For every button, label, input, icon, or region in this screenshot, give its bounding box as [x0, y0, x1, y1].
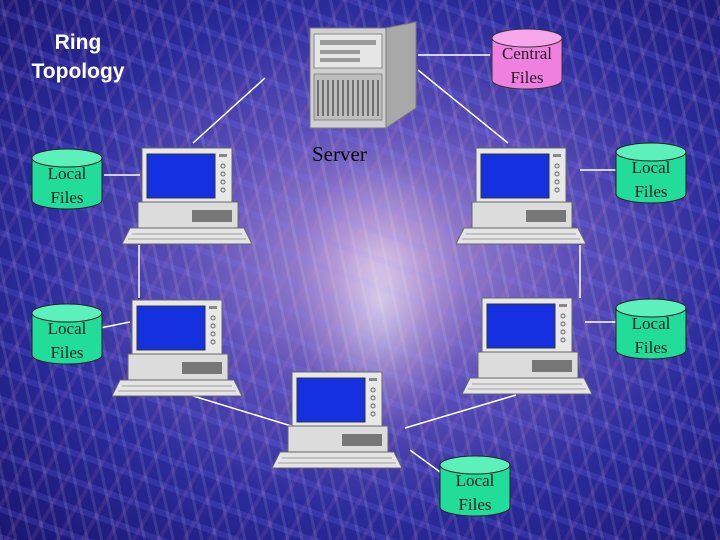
workstation-top-right — [456, 146, 586, 246]
local-files-label-1: Local — [631, 314, 671, 333]
desktop-computer-icon — [462, 297, 592, 395]
database-cylinder-icon — [491, 28, 563, 90]
link-server-left — [192, 77, 266, 144]
local-files-label-1: Local — [631, 158, 671, 177]
local-files-storage: Local Files — [614, 142, 688, 204]
local-files-label-2: Files — [50, 343, 84, 362]
desktop-computer-icon — [456, 147, 586, 245]
desktop-computer-icon — [122, 147, 252, 245]
local-files-label-1: Local — [455, 471, 495, 490]
desktop-computer-icon — [112, 299, 242, 397]
local-files-label-2: Files — [634, 338, 668, 357]
link-local-center — [409, 449, 441, 473]
local-files-label-2: Files — [458, 495, 492, 514]
tower-server-icon — [309, 21, 417, 129]
central-files-label-2: Files — [510, 68, 544, 87]
local-files-storage: Local Files — [438, 455, 512, 517]
database-cylinder-icon — [31, 303, 103, 365]
local-files-storage: Local Files — [614, 298, 688, 360]
database-cylinder-icon — [439, 455, 511, 517]
local-files-storage: Local Files — [30, 148, 104, 210]
local-files-label-1: Local — [47, 319, 87, 338]
link-local-left-bottom — [99, 321, 131, 329]
workstation-bottom-center — [272, 370, 402, 470]
local-files-label-1: Local — [47, 164, 87, 183]
local-files-label-2: Files — [634, 182, 668, 201]
central-files-label-1: Central — [501, 44, 553, 63]
desktop-computer-icon — [272, 371, 402, 469]
workstation-bottom-right — [462, 296, 592, 396]
database-cylinder-icon — [615, 298, 687, 360]
central-files-storage: Central Files — [490, 28, 564, 90]
link-left-bottom-center — [179, 391, 299, 429]
local-files-storage: Local Files — [30, 303, 104, 365]
database-cylinder-icon — [31, 148, 103, 210]
link-right-bottom-center — [404, 394, 517, 429]
workstation-bottom-left — [112, 298, 242, 398]
database-cylinder-icon — [615, 142, 687, 204]
local-files-label-2: Files — [50, 188, 84, 207]
workstation-top-left — [122, 146, 252, 246]
title-line-2: Topology — [31, 60, 125, 83]
title-line-1: Ring — [54, 31, 102, 54]
diagram-title: Ring Topology — [28, 28, 128, 86]
link-server-right — [417, 69, 509, 144]
server-node — [300, 20, 420, 132]
server-label: Server — [312, 142, 367, 166]
